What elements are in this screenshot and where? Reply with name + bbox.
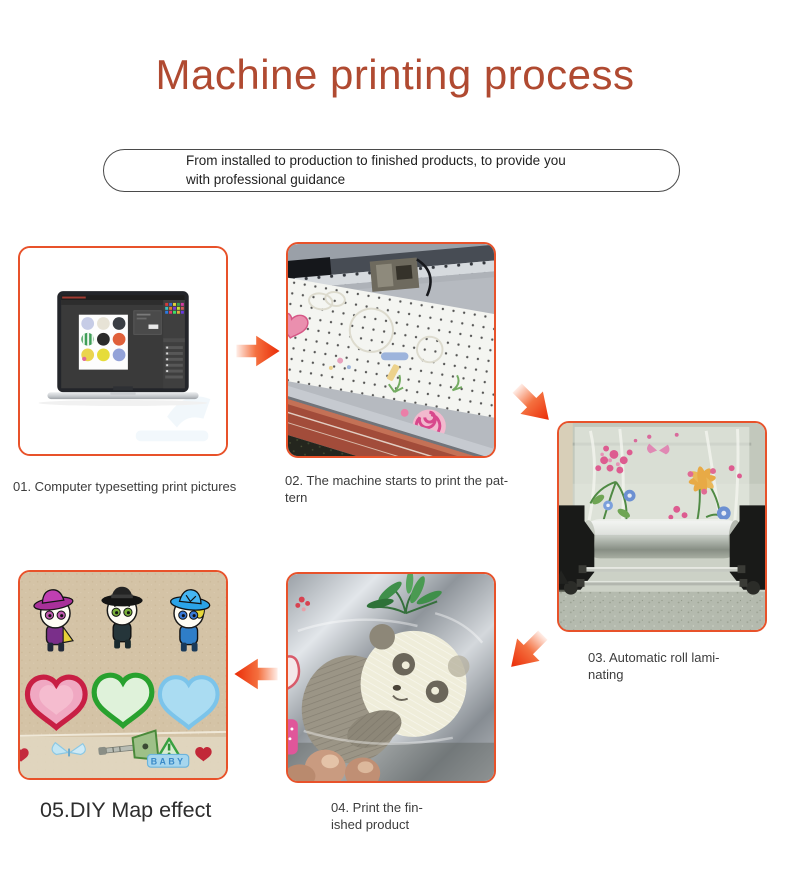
step4-caption: 04. Print the fin- ished product: [331, 800, 423, 832]
step1-caption: 01. Computer typesetting print pictures: [13, 479, 237, 494]
printer-printing-icon: [288, 244, 494, 456]
step3-photo-roll-laminating: [557, 421, 767, 632]
arrow-right-icon: [236, 335, 280, 367]
step5-caption: 05.DIY Map effect: [40, 798, 212, 822]
arrow-left-icon: [234, 658, 278, 690]
arrow-down-right-icon: [512, 383, 549, 420]
laptop-design-software-icon: [20, 248, 226, 454]
roll-laminating-icon: [559, 423, 765, 630]
arrow-down-left-icon: [511, 630, 548, 667]
step3-caption: 03. Automatic roll lami- nating: [588, 650, 720, 682]
step2-photo-printer: [286, 242, 496, 458]
step2-caption: 02. The machine starts to print the pat-…: [285, 473, 509, 505]
step4-photo-finished-print: [286, 572, 496, 783]
step5-photo-diy-result: BABY: [18, 570, 228, 780]
diy-patches-icon: BABY: [20, 572, 226, 778]
page-title: Machine printing process: [155, 51, 635, 98]
baby-badge-text: BABY: [151, 756, 186, 766]
subtitle-bubble: From installed to production to finished…: [103, 149, 680, 192]
step1-photo-laptop: [18, 246, 228, 456]
panda-print-icon: [288, 574, 494, 781]
subtitle-text: From installed to production to finished…: [186, 153, 566, 187]
